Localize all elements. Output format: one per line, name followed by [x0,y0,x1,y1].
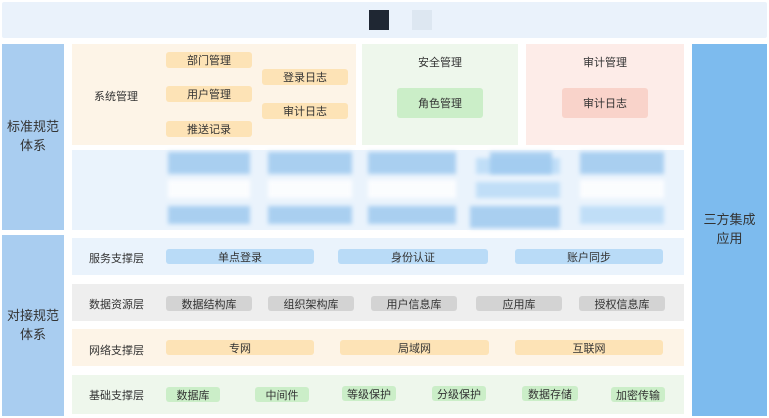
obscured-block [490,152,552,174]
data-storage-button[interactable]: 数据存储 [522,386,578,401]
data-structure-db-button[interactable]: 数据结构库 [166,296,252,311]
security-management-panel: 安全管理 角色管理 [362,44,518,145]
user-management-button[interactable]: 用户管理 [166,86,252,102]
obscured-block [580,152,664,174]
base-layer-panel: 基础支撑层 数据库 中间件 等级保护 分级保护 数据存储 加密传输 [72,375,684,414]
graded-protection-button[interactable]: 分级保护 [432,386,486,401]
obscured-block [268,180,352,198]
audit-log-detail-button[interactable]: 审计日志 [562,88,648,118]
data-layer-title: 数据资源层 [89,298,144,311]
middleware-button[interactable]: 中间件 [255,387,309,402]
role-management-button[interactable]: 角色管理 [397,88,483,118]
network-layer-title: 网络支撑层 [89,344,144,357]
obscured-block [168,180,250,198]
lan-button[interactable]: 局域网 [340,340,489,355]
security-management-title: 安全管理 [418,56,462,69]
network-layer-panel: 网络支撑层 专网 局域网 互联网 [72,329,684,366]
private-network-button[interactable]: 专网 [166,340,314,355]
system-management-title: 系统管理 [94,90,138,103]
logo-dark-square-icon [369,10,389,30]
obscured-block [168,206,250,224]
auth-info-db-button[interactable]: 授权信息库 [579,296,665,311]
level-protection-button[interactable]: 等级保护 [342,386,396,401]
service-layer-panel: 服务支撑层 单点登录 身份认证 账户同步 [72,238,684,275]
login-log-button[interactable]: 登录日志 [262,69,348,85]
obscured-block [470,206,560,228]
service-layer-title: 服务支撑层 [89,252,144,265]
obscured-block [268,206,352,224]
obscured-block [368,180,456,198]
third-party-label: 三方集成应用 [703,213,756,247]
top-bar [2,2,767,38]
app-db-button[interactable]: 应用库 [476,296,562,311]
standard-system-label: 标准规范体系 [7,120,60,154]
obscured-block [476,182,560,198]
obscured-block [368,206,456,224]
third-party-block: 三方集成应用 [692,44,767,416]
obscured-block [368,152,456,174]
dept-management-button[interactable]: 部门管理 [166,52,252,68]
obscured-block [580,180,664,198]
standard-system-block: 标准规范体系 [2,44,64,230]
account-sync-button[interactable]: 账户同步 [515,249,663,264]
data-layer-panel: 数据资源层 数据结构库 组织架构库 用户信息库 应用库 授权信息库 [72,284,684,321]
base-layer-title: 基础支撑层 [89,389,144,402]
database-button[interactable]: 数据库 [166,387,220,402]
interface-system-label: 对接规范体系 [7,308,60,343]
obscured-block [268,152,352,174]
logo-light-square-icon [412,10,432,30]
obscured-block [580,206,664,224]
audit-management-panel: 审计管理 审计日志 [526,44,684,145]
user-info-db-button[interactable]: 用户信息库 [371,296,457,311]
obscured-panel [72,150,684,230]
identity-auth-button[interactable]: 身份认证 [338,249,488,264]
interface-system-block: 对接规范体系 [2,235,64,416]
push-record-button[interactable]: 推送记录 [166,121,252,137]
system-management-panel: 系统管理 部门管理 用户管理 推送记录 登录日志 审计日志 [72,44,356,145]
internet-button[interactable]: 互联网 [515,340,663,355]
audit-management-title: 审计管理 [583,56,627,69]
org-structure-db-button[interactable]: 组织架构库 [268,296,354,311]
encrypted-transfer-button[interactable]: 加密传输 [611,387,665,402]
audit-log-button[interactable]: 审计日志 [262,103,348,119]
obscured-block [168,152,250,174]
sso-button[interactable]: 单点登录 [166,249,314,264]
